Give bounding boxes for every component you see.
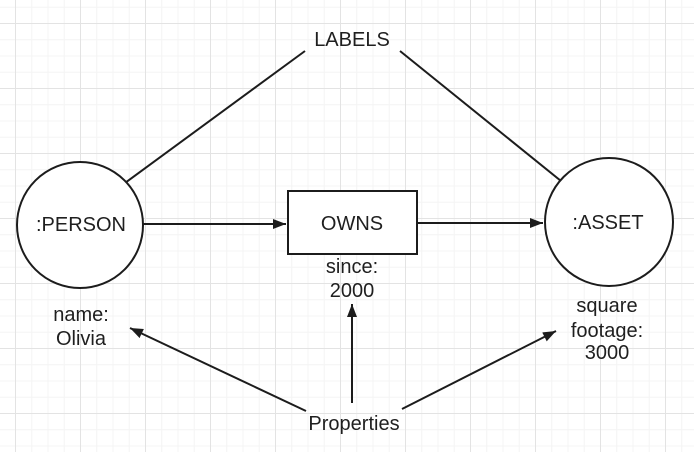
square-footage-value-text: 3000: [585, 342, 630, 364]
owns-relationship-box: [287, 190, 418, 255]
arrow-labels-to-asset: [399, 50, 588, 203]
labels-caption: LABELS: [314, 29, 390, 51]
asset-node-label: :ASSET: [572, 212, 643, 234]
since-key-text: since:: [326, 256, 378, 278]
asset-node: [544, 157, 674, 287]
name-value-text: Olivia: [56, 328, 107, 350]
since-value-text: 2000: [330, 280, 375, 302]
arrow-properties-to-name: [129, 327, 307, 412]
person-node-label: :PERSON: [36, 214, 126, 236]
owns-relationship-label: OWNS: [321, 213, 383, 235]
person-node: [16, 161, 144, 289]
properties-caption: Properties: [308, 413, 399, 435]
square-footage-key-line2: footage:: [571, 320, 643, 342]
arrow-properties-to-square-footage: [401, 330, 557, 410]
square-footage-key-line1: square: [576, 295, 637, 317]
name-key-text: name:: [53, 304, 109, 326]
arrow-labels-to-person: [98, 50, 306, 203]
